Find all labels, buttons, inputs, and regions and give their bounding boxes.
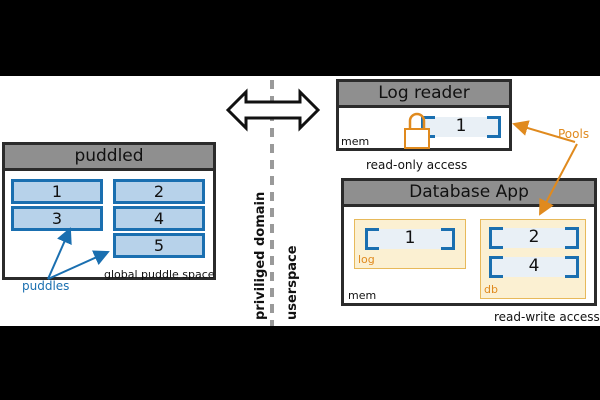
read-write-access-label: read-write access (494, 310, 600, 324)
puddle-cell-4: 4 (113, 206, 205, 231)
puddled-box: puddled 1 2 3 4 5 (2, 142, 216, 280)
database-app-box: Database App log 1 db 2 4 mem (341, 178, 597, 306)
lock-icon (404, 112, 430, 149)
bracket-stroke (489, 246, 503, 249)
bracket-stroke (441, 228, 455, 231)
puddled-title: puddled (5, 145, 213, 171)
bracket-stroke (565, 275, 579, 278)
bracket-stroke (441, 247, 455, 250)
pools-arrow-logreader (512, 120, 576, 143)
bracket-stroke (489, 275, 503, 278)
bracket-stroke (365, 247, 379, 250)
bracket-stroke (487, 116, 501, 119)
pool-log-label: log (358, 253, 375, 266)
letterbox-top (0, 0, 600, 76)
puddle-cell-3: 3 (11, 206, 103, 231)
bracket-stroke (565, 227, 579, 230)
pool-db-puddle-4: 4 (489, 256, 579, 278)
log-reader-mem-label: mem (341, 135, 370, 148)
pools-arrow-db (539, 143, 578, 216)
database-app-mem-label: mem (348, 289, 377, 302)
letterbox-bottom (0, 326, 600, 400)
bracket-stroke (565, 256, 579, 259)
bracket-stroke (565, 246, 579, 249)
bracket-stroke (487, 135, 501, 138)
pool-db-label: db (484, 283, 498, 296)
puddle-cell-5: 5 (113, 233, 205, 258)
bracket-stroke (421, 116, 435, 119)
read-only-access-label: read-only access (366, 158, 468, 172)
puddle-cell-2: 2 (113, 179, 205, 204)
puddles-arrow-right (47, 250, 110, 280)
bidirectional-arrow-icon (225, 88, 321, 132)
bracket-stroke (365, 228, 379, 231)
bracket-stroke (489, 227, 503, 230)
log-reader-title: Log reader (339, 82, 509, 108)
puddles-callout-label: puddles (22, 279, 70, 293)
pool-db-puddle-2: 2 (489, 227, 579, 249)
log-reader-box: Log reader mem 1 w (336, 79, 512, 151)
pool-log: log 1 (354, 219, 466, 269)
puddle-cell-1: 1 (11, 179, 103, 204)
puddles-arrow-left (47, 227, 72, 280)
global-puddle-space-label: global puddle space (104, 268, 215, 281)
pool-db: db 2 4 (480, 219, 586, 299)
pools-callout-label: Pools (558, 127, 590, 141)
pool-log-puddle-1: 1 (365, 228, 455, 250)
database-app-title: Database App (344, 181, 594, 207)
bracket-stroke (489, 256, 503, 259)
